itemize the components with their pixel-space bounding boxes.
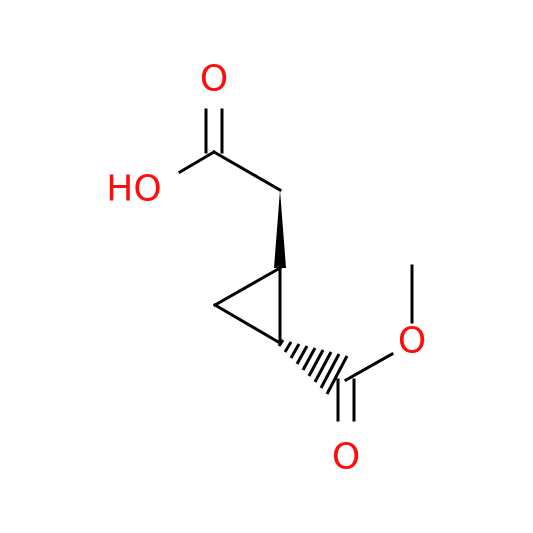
- acid-hydroxyl-bond: [177, 149, 217, 175]
- ring-bond-left-bottom: [212, 302, 283, 346]
- ring-bond-top-left: [212, 265, 283, 308]
- ester-oxygen-label: O: [398, 321, 426, 362]
- acid-ch2-bond: [211, 149, 283, 193]
- ester-oxygen-bond: [343, 351, 395, 383]
- stereo-wedge-bond: [274, 190, 286, 268]
- ester-carbonyl-oxygen-label: O: [332, 437, 360, 478]
- stereo-hash-bond: [277, 339, 349, 395]
- acid-carbonyl-oxygen-label: O: [200, 59, 228, 100]
- hydroxyl-label: HO: [106, 169, 161, 210]
